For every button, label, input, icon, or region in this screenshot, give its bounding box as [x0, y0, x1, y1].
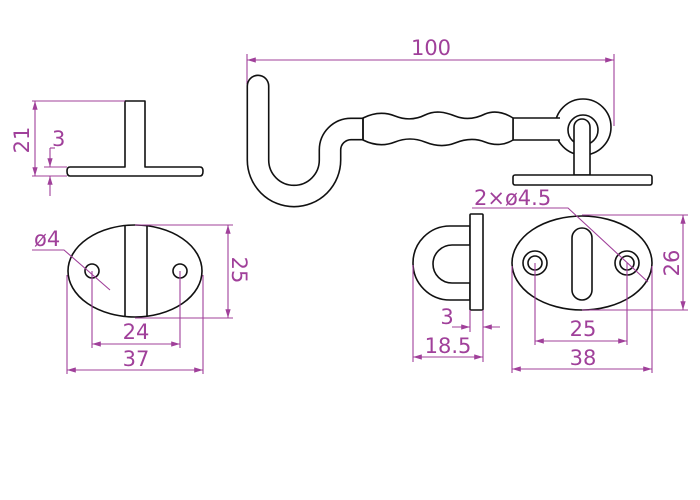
dimension-3-eye: 3 [440, 305, 500, 332]
dimension-label-hole-spacing: 25 [570, 317, 597, 341]
dimension-38: 38 [511, 266, 653, 373]
dimension-label-height: 21 [10, 127, 34, 154]
eye-plate-side-view: 3 18.5 [412, 213, 500, 362]
dimension-label-depth: 18.5 [425, 334, 472, 358]
dimension-label-hole-spacing: 24 [123, 320, 150, 344]
eye-plate-top-view: 2×ø4.5 26 25 38 [472, 186, 688, 373]
base-plate-side-view: 21 3 [10, 100, 204, 196]
hook-side-view: 100 [246, 36, 653, 208]
dimension-24: 24 [91, 271, 181, 348]
dimension-label-hole-diameter: ø4 [34, 227, 60, 251]
dimension-21: 21 [10, 100, 125, 177]
dimension-label-plate-thickness: 3 [440, 305, 453, 329]
dimension-25-eye: 25 [534, 263, 628, 345]
dimension-label-length: 100 [411, 36, 451, 60]
dimension-label-depth: 25 [227, 257, 251, 284]
dimension-hole-callout: 2×ø4.5 [472, 186, 649, 283]
base-plate-top-view: ø4 24 37 25 [32, 224, 251, 374]
dimension-label-width: 38 [570, 346, 597, 370]
twisted-grip [362, 111, 514, 147]
dimension-3-plate: 3 [44, 127, 67, 196]
dimension-label-width: 37 [123, 347, 150, 371]
dimension-label-holes: 2×ø4.5 [474, 186, 551, 210]
dimension-26: 26 [582, 214, 688, 311]
dimension-25: 25 [135, 224, 251, 319]
dimension-37: 37 [66, 275, 204, 374]
dimension-label-plate-thickness: 3 [52, 127, 65, 151]
dimension-100: 100 [246, 36, 615, 126]
dimension-18-5: 18.5 [412, 265, 484, 362]
dimension-hole-diameter: ø4 [32, 227, 111, 291]
dimension-label-depth: 26 [660, 250, 684, 277]
